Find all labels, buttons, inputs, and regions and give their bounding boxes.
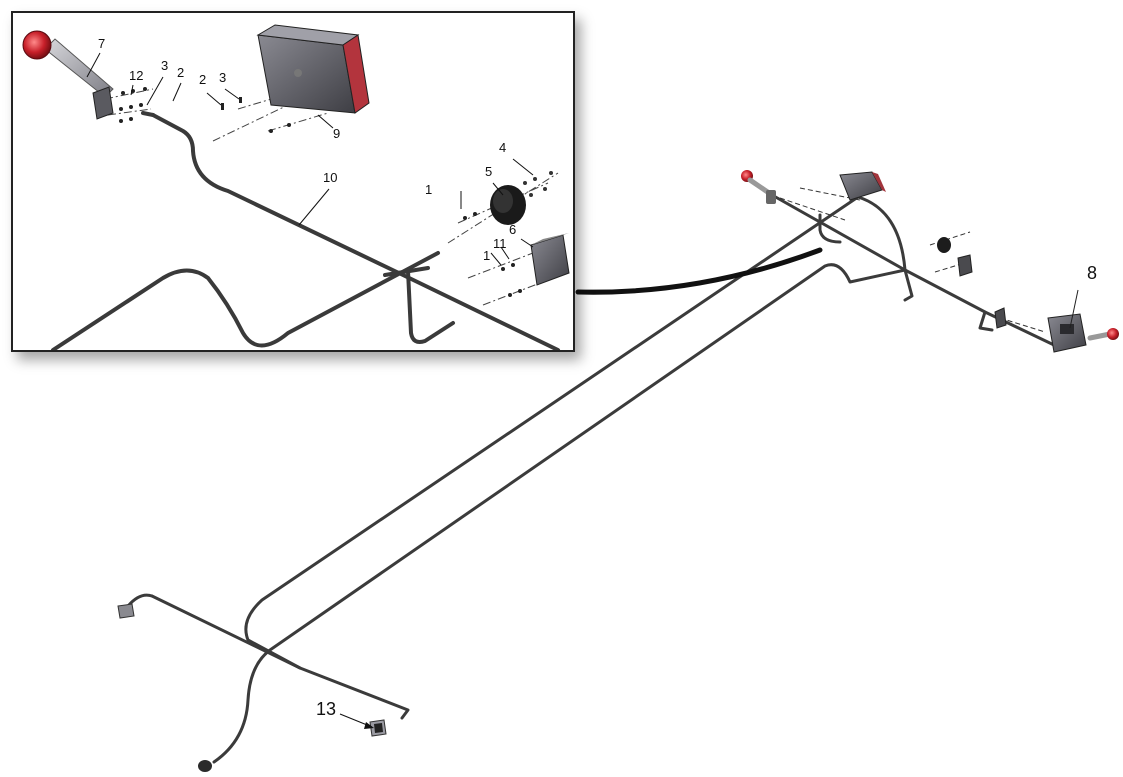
callout-10: 10 — [323, 170, 338, 185]
main-harness — [126, 193, 1056, 764]
connector-13 — [339, 713, 387, 737]
callout-2a: 2 — [177, 65, 185, 80]
main-front-lamp-stalk — [741, 170, 776, 204]
inset-harness — [51, 111, 560, 350]
callout-7: 7 — [98, 36, 106, 51]
callout-2b: 2 — [199, 72, 207, 87]
callout-6: 6 — [509, 222, 517, 237]
main-mid-connector — [994, 307, 1007, 329]
callout-1a: 1 — [425, 182, 433, 197]
callout-5: 5 — [485, 164, 493, 179]
main-rear-lamp-8 — [1047, 289, 1119, 353]
callout-12: 12 — [129, 68, 144, 83]
callout-4: 4 — [499, 140, 507, 155]
part-6-connector — [530, 233, 570, 286]
main-ground-plug — [198, 760, 212, 772]
inset-drawing — [22, 24, 570, 350]
callout-1b: 1 — [483, 248, 491, 263]
leader-lines — [86, 52, 534, 266]
callout-3a: 3 — [161, 58, 169, 73]
callout-13: 13 — [316, 699, 337, 719]
part-5-grommet — [490, 185, 526, 225]
fasteners-1-11 — [463, 212, 522, 297]
main-marker-lamp-9 — [839, 171, 886, 201]
callout-8: 8 — [1087, 263, 1098, 283]
part-7-lamp-stalk — [22, 30, 114, 120]
callout-9: 9 — [333, 126, 341, 141]
fasteners-12-3-2 — [119, 87, 147, 123]
detail-inset: 7 12 3 2 2 3 9 10 4 5 1 6 1 11 — [11, 11, 575, 352]
callout-3b: 3 — [219, 70, 227, 85]
main-grommet-5 — [937, 237, 951, 253]
callout-11: 11 — [493, 236, 507, 251]
part-4-screws — [523, 171, 553, 197]
main-mount-lines — [779, 187, 1046, 333]
main-rear-connector-left — [117, 603, 135, 619]
fasteners-2-3 — [221, 97, 291, 133]
main-connector-6 — [957, 254, 973, 277]
part-9-marker-lamp — [256, 24, 370, 114]
